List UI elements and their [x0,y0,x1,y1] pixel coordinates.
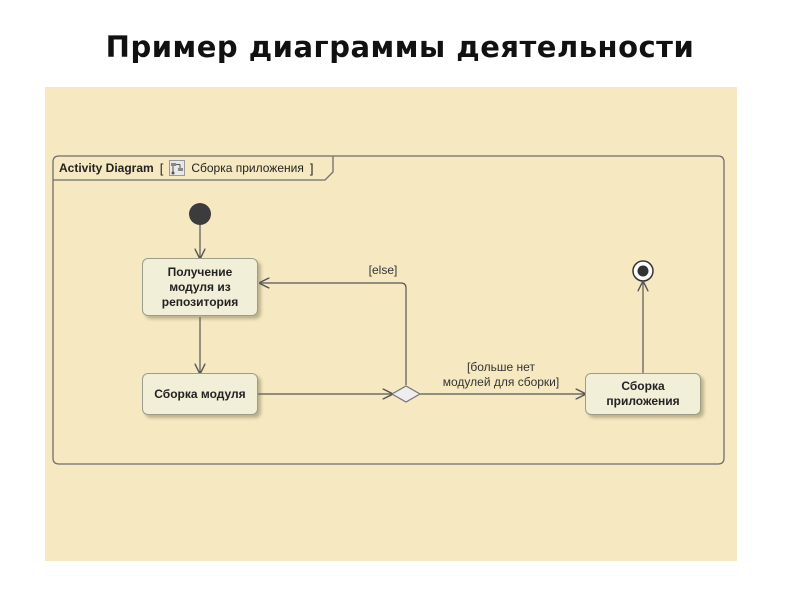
frame-name: Сборка приложения [191,161,304,175]
activity-icon [169,160,186,176]
frame-bracket-close: ] [309,160,314,176]
action-build-module: Сборка модуля [142,373,258,415]
decision-node [390,385,422,403]
action-fetch-module: Получение модуля из репозитория [142,258,258,316]
activity-frame [52,155,725,465]
diagram-canvas [45,87,737,561]
frame-bracket-open: [ [159,160,164,176]
action-build-app: Сборка приложения [585,373,701,415]
initial-node [189,203,211,225]
edge-else-loop [260,283,407,385]
guard-no-more-modules: [больше нет модулей для сборки] [442,360,560,389]
slide-title: Пример диаграммы деятельности [105,30,695,64]
frame-kind: Activity Diagram [59,161,154,175]
guard-else: [else] [368,263,398,277]
frame-tab-border [53,156,334,181]
frame-header: Activity Diagram [ Сборка приложения ] [59,158,313,178]
